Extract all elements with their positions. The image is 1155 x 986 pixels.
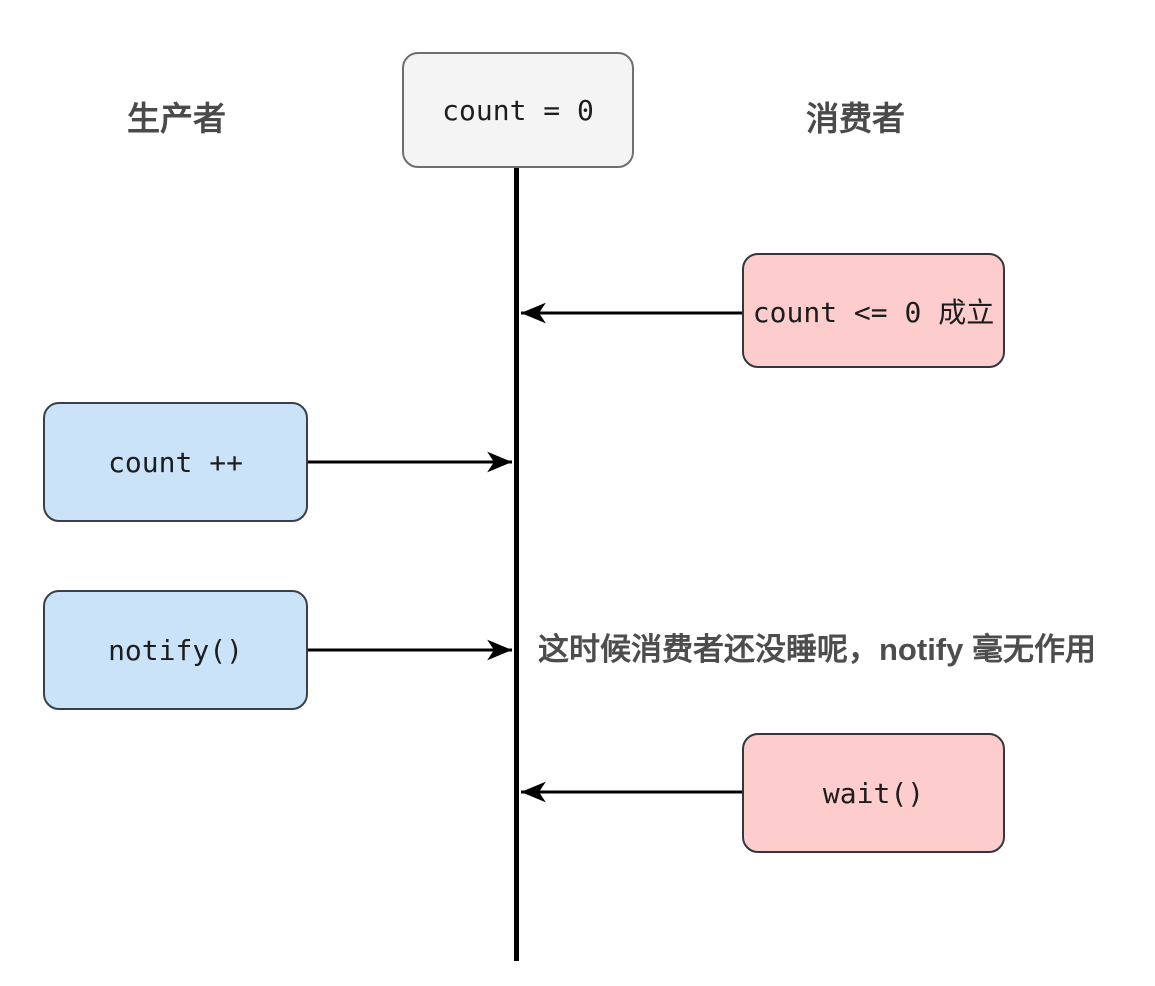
- consumer-lane-title: 消费者: [806, 100, 905, 137]
- consumer-count-check-label: count <= 0 成立: [752, 295, 995, 329]
- shared-state-box: count = 0: [402, 52, 634, 168]
- shared-state-label: count = 0: [442, 93, 594, 127]
- producer-count-increment-label: count ++: [108, 445, 243, 479]
- producer-notify-label: notify(): [108, 633, 243, 667]
- consumer-wait-label: wait(): [822, 776, 925, 810]
- notify-no-effect-annotation: 这时候消费者还没睡呢，notify 毫无作用: [538, 632, 1096, 667]
- consumer-wait-box: wait(): [742, 733, 1005, 853]
- producer-count-increment-box: count ++: [43, 402, 308, 522]
- consumer-count-check-box: count <= 0 成立: [742, 253, 1005, 368]
- producer-lane-title: 生产者: [127, 100, 226, 137]
- producer-notify-box: notify(): [43, 590, 308, 710]
